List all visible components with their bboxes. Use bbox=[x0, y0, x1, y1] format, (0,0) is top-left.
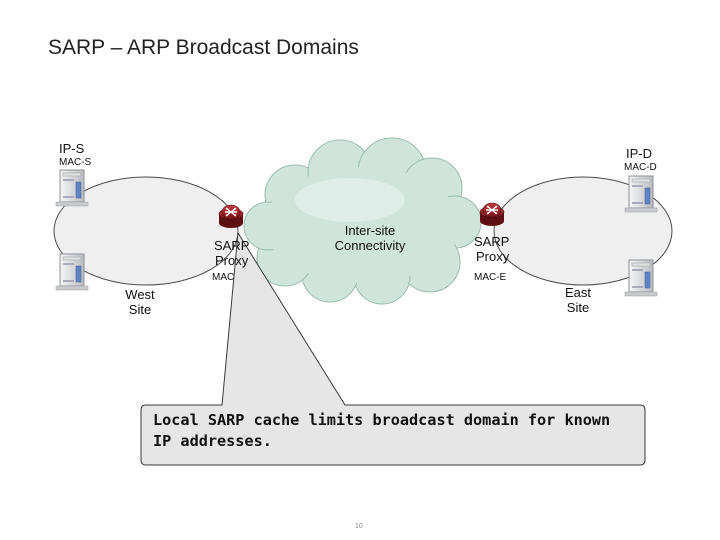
east-site-domain bbox=[493, 176, 673, 286]
west-site-line2: Site bbox=[128, 301, 152, 317]
callout-bubble bbox=[140, 231, 646, 466]
west-proxy-line1: SARP bbox=[214, 238, 250, 253]
east-proxy-mac-label: MAC-E bbox=[474, 272, 507, 283]
east-host-ip-label: IP-D bbox=[626, 146, 652, 161]
server-tower-icon bbox=[624, 259, 658, 297]
server-tower-icon bbox=[55, 169, 89, 207]
west-host-mac-label: MAC-S bbox=[59, 157, 92, 168]
cloud-line2: Connectivity bbox=[334, 237, 406, 253]
west-site-domain bbox=[53, 176, 239, 286]
server-tower-icon bbox=[624, 175, 658, 213]
west-proxy-line2: Proxy bbox=[215, 253, 249, 268]
east-host-mac-label: MAC-D bbox=[624, 162, 657, 173]
east-site-line2: Site bbox=[566, 299, 590, 315]
west-site-label: West Site bbox=[118, 287, 162, 318]
east-site-line1: East bbox=[564, 285, 591, 300]
callout-text: Local SARP cache limits broadcast domain… bbox=[153, 411, 611, 450]
cloud-line1: Inter-site bbox=[344, 223, 396, 238]
server-tower-icon bbox=[55, 253, 89, 291]
east-proxy-line2: Proxy bbox=[476, 249, 510, 264]
router-icon bbox=[479, 202, 505, 227]
east-site-label: East Site bbox=[556, 285, 600, 316]
west-site-line1: West bbox=[125, 287, 155, 302]
page-title: SARP – ARP Broadcast Domains bbox=[48, 36, 359, 59]
west-proxy-mac-label: MAC bbox=[212, 272, 235, 283]
west-host-ip-label: IP-S bbox=[59, 141, 85, 156]
cloud-icon bbox=[243, 137, 482, 305]
east-proxy-line1: SARP bbox=[474, 234, 510, 249]
page-number: 10 bbox=[355, 523, 363, 530]
cloud-label: Inter-site Connectivity bbox=[318, 223, 422, 254]
